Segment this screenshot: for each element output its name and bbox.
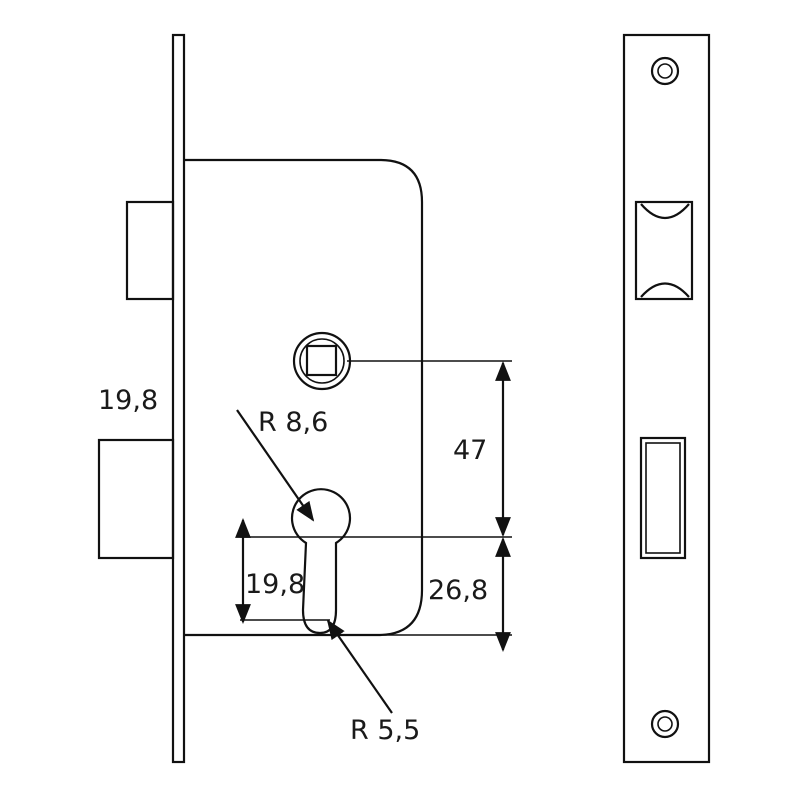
- bolt-opening-inner: [645, 442, 681, 554]
- leader-r8-6: [236, 409, 315, 522]
- latch-bolt: [125, 200, 175, 301]
- cylinder-keyhole: [290, 488, 352, 635]
- latch-curve-top: [640, 203, 690, 219]
- label-latch-depth: 19,8: [98, 385, 158, 416]
- label-47: 47: [453, 435, 487, 466]
- bottom-screw-icon: [650, 709, 680, 739]
- bolt-opening: [639, 436, 687, 560]
- top-screw-icon: [650, 56, 680, 86]
- latch-curve-bottom: [640, 282, 690, 298]
- label-cylinder-19-8: 19,8: [245, 569, 305, 600]
- label-r8-6: R 8,6: [258, 407, 328, 438]
- dead-bolt: [97, 438, 175, 560]
- label-r5-5: R 5,5: [350, 715, 420, 746]
- label-26-8: 26,8: [428, 575, 488, 606]
- latch-opening: [634, 200, 694, 301]
- spindle-hub: [292, 331, 352, 391]
- faceplate-side: [171, 33, 186, 764]
- lock-body: [184, 158, 424, 637]
- leader-r5-5: [326, 619, 393, 714]
- faceplate-front: [622, 33, 711, 764]
